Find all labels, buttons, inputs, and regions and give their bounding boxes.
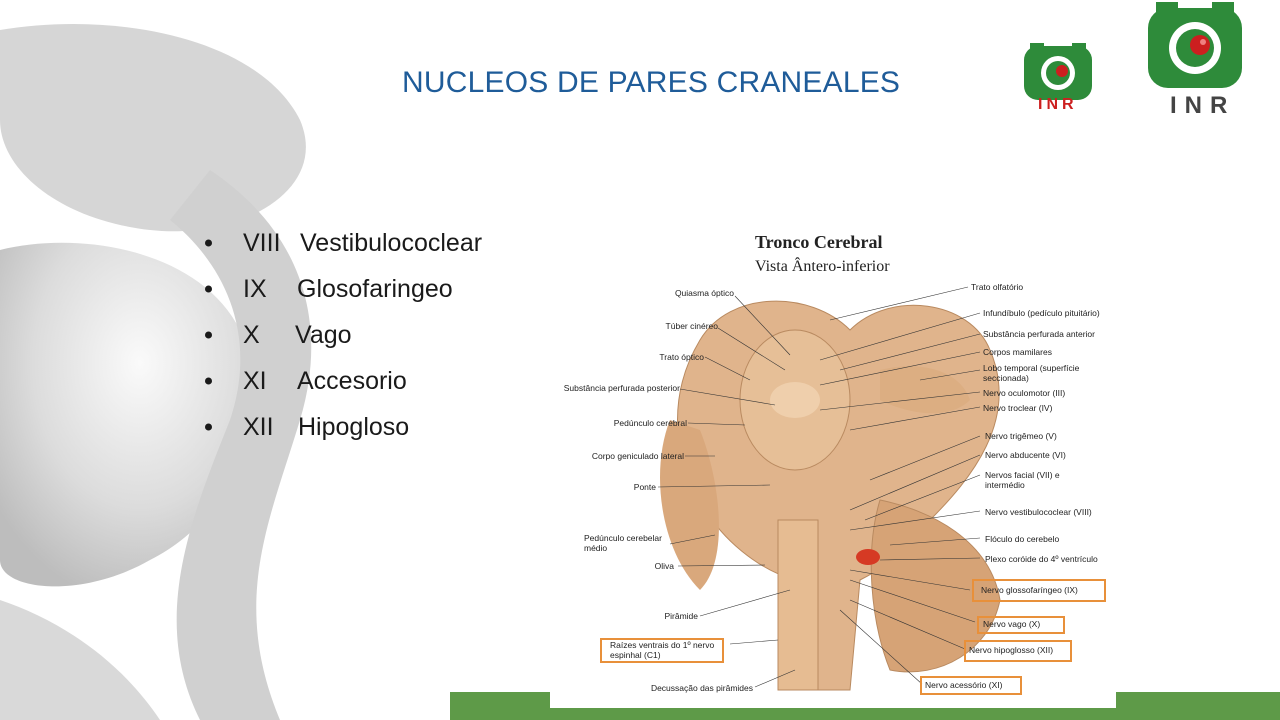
figure-label: Substância perfurada posterior — [563, 383, 680, 393]
figure-label: Flóculo do cerebelo — [985, 534, 1060, 544]
highlight-box — [977, 616, 1065, 634]
nerve-number: X — [243, 320, 260, 349]
nerve-number: IX — [243, 274, 267, 303]
inr-logo-text: INR — [1038, 96, 1078, 113]
figure-label: Nervo hipoglosso (XII) — [969, 645, 1054, 655]
nerve-name: Vago — [295, 320, 352, 349]
bullet-dot — [205, 239, 212, 247]
figure-subtitle: Vista Ântero-inferior — [755, 258, 890, 275]
inr-emblem-icon — [1024, 43, 1092, 100]
figure-label: Nervo glossofaríngeo (IX) — [981, 585, 1078, 595]
figure-label: Substância perfurada anterior — [983, 329, 1095, 339]
nerve-number: VIII — [243, 228, 281, 257]
figure-label: Corpos mamilares — [983, 347, 1052, 357]
figure-label: Nervo oculomotor (III) — [983, 388, 1066, 398]
brainstem-figure: Tronco Cerebral Vista Ântero-inferior Qu… — [550, 220, 1116, 708]
highlight-box — [964, 640, 1072, 662]
bullet-dot — [205, 423, 212, 431]
slide-title: NUCLEOS DE PARES CRANEALES — [402, 66, 901, 99]
nerve-name: Hipogloso — [298, 412, 410, 441]
figure-label: Nervos facial (VII) e intermédio — [985, 470, 1060, 490]
figure-label: Trato olfatório — [971, 282, 1024, 292]
figure-label: Quiasma óptico — [674, 288, 734, 298]
nerve-number: XI — [243, 366, 267, 395]
figure-label: Ponte — [633, 482, 656, 492]
nerve-name: Glosofaringeo — [297, 274, 453, 303]
highlight-box — [920, 676, 1022, 695]
figure-label: Plexo coróide do 4º ventrículo — [985, 554, 1098, 564]
figure-label: Nervo troclear (IV) — [983, 403, 1053, 413]
highlight-box — [600, 638, 724, 663]
nerve-name: Vestibulococlear — [300, 228, 483, 257]
figure-label: Pirâmide — [664, 611, 698, 621]
bullet-dot — [205, 285, 212, 293]
bullet-dot — [205, 377, 212, 385]
figure-label: Corpo geniculado lateral — [591, 451, 684, 461]
figure-label: Nervo vago (X) — [983, 619, 1041, 629]
inr-logo-text: INR — [1170, 92, 1236, 119]
inr-logo-small: INR — [1010, 38, 1106, 126]
inr-emblem-icon — [1148, 2, 1242, 88]
figure-label: Nervo abducente (VI) — [985, 450, 1066, 460]
nerve-name: Accesorio — [297, 366, 407, 395]
figure-title: Tronco Cerebral — [755, 232, 883, 252]
figure-label: Infundíbulo (pedículo pituitário) — [983, 308, 1100, 318]
figure-label: Pedúnculo cerebelar médio — [584, 533, 662, 553]
nerve-number: XII — [243, 412, 274, 441]
figure-label: Trato óptico — [659, 352, 704, 362]
figure-label: Nervo trigêmeo (V) — [985, 431, 1057, 441]
figure-label: Nervo acessório (XI) — [925, 680, 1003, 690]
figure-label: Nervo vestibulococlear (VIII) — [985, 507, 1092, 517]
figure-label: Pedúnculo cerebral — [613, 418, 687, 428]
highlight-box — [972, 579, 1106, 602]
figure-label: Oliva — [654, 561, 674, 571]
brainstem-illustration — [657, 286, 1001, 691]
figure-label: Raízes ventrais do 1º nervo espinhal (C1… — [610, 640, 715, 660]
inr-logo-large: INR — [1130, 0, 1260, 128]
figure-label: Decussação das pirâmides — [650, 683, 753, 693]
figure-label: Túber cinéreo — [665, 321, 718, 331]
bullet-dot — [205, 331, 212, 339]
figure-label: Lobo temporal (superfície seccionada) — [983, 363, 1080, 383]
